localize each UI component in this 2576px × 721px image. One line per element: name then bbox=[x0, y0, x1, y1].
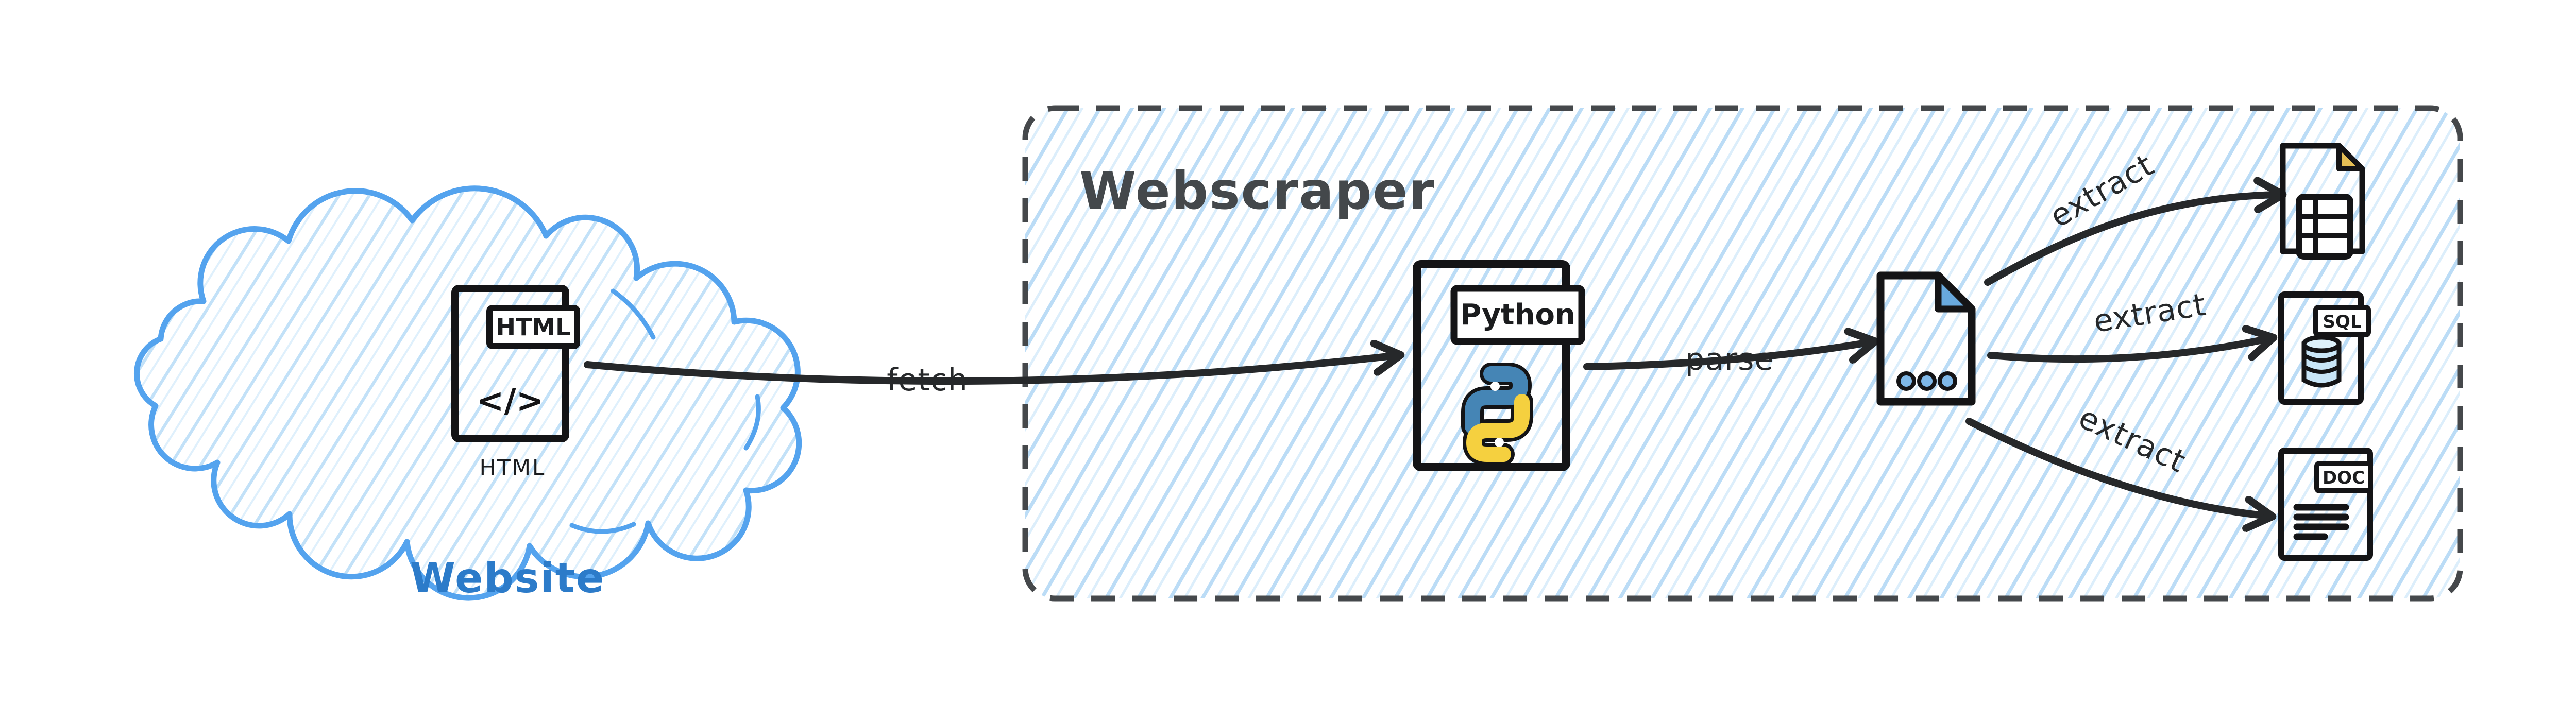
fetch-label: fetch bbox=[887, 362, 968, 398]
parse-arrow: parse bbox=[1583, 341, 1872, 377]
sql-file-icon: SQL bbox=[2278, 291, 2371, 405]
parsed-document-icon bbox=[1876, 271, 1976, 406]
sql-tab-label: SQL bbox=[2323, 312, 2361, 332]
doc-file-icon: DOC bbox=[2278, 448, 2373, 561]
page-fold bbox=[2336, 143, 2365, 171]
html-caption: HTML bbox=[480, 455, 546, 480]
html-file-icon: HTML </> bbox=[451, 285, 580, 442]
python-tab-label: Python bbox=[1460, 298, 1575, 332]
website-label: Website bbox=[410, 554, 605, 602]
python-logo-icon bbox=[1461, 363, 1533, 466]
webscraper-title: Webscraper bbox=[1079, 161, 1435, 221]
database-cylinder-icon bbox=[2301, 335, 2342, 388]
website-cloud: HTML </> HTML Website bbox=[133, 185, 802, 602]
cloud-sketch-accent bbox=[743, 394, 761, 451]
python-name-tab bbox=[1450, 285, 1585, 345]
sql-name-tab bbox=[2313, 305, 2371, 337]
python-file-icon: Python bbox=[1413, 260, 1585, 471]
cloud-outline bbox=[133, 185, 802, 601]
doc-tab-label: DOC bbox=[2323, 468, 2365, 488]
snake-eye bbox=[1495, 438, 1504, 447]
fetch-arrow: fetch bbox=[584, 355, 1397, 398]
snake-eye bbox=[1490, 382, 1500, 391]
html-tab-label: HTML bbox=[496, 313, 571, 341]
page-fold bbox=[1935, 272, 1975, 313]
text-lines-icon bbox=[2293, 504, 2349, 540]
cloud-sketch-accent bbox=[611, 288, 656, 340]
code-icon: </> bbox=[477, 382, 544, 420]
html-name-tab bbox=[486, 305, 580, 349]
doc-name-tab bbox=[2314, 461, 2373, 493]
cloud-sketch-accent bbox=[569, 522, 636, 534]
spreadsheet-table-icon bbox=[2296, 194, 2353, 260]
spreadsheet-file-icon bbox=[2280, 143, 2365, 260]
ellipsis-icon bbox=[1896, 371, 1957, 391]
parse-label: parse bbox=[1685, 341, 1774, 377]
